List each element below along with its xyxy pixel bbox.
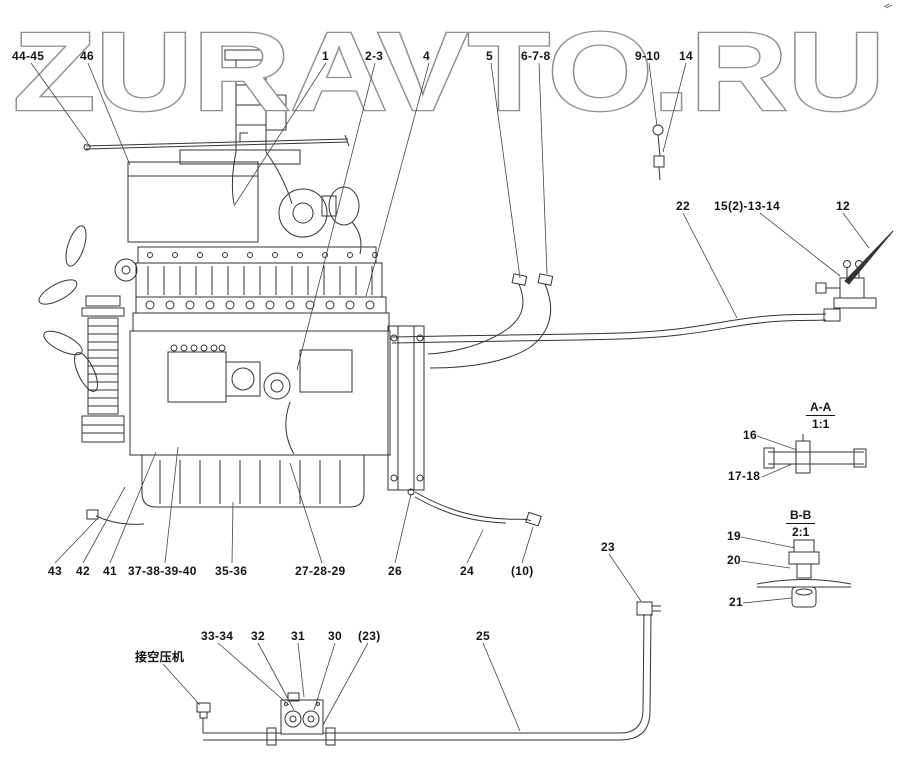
callout-4: 4 bbox=[423, 49, 430, 63]
callout-9-10: 9-10 bbox=[635, 49, 661, 63]
section-bb-view bbox=[756, 539, 852, 608]
section-bb-title: B-B bbox=[786, 508, 816, 524]
callout-32: 32 bbox=[251, 629, 265, 643]
callout-5: 5 bbox=[486, 49, 493, 63]
mounting-bracket bbox=[387, 325, 425, 496]
callout-1: 1 bbox=[322, 49, 329, 63]
alternator bbox=[114, 258, 138, 282]
callout-16: 16 bbox=[743, 428, 757, 442]
air-pipe-assembly bbox=[196, 601, 661, 746]
tie-rod bbox=[83, 132, 350, 151]
cooling-fan bbox=[38, 225, 98, 392]
air-intake-duct bbox=[224, 49, 293, 205]
callout-20: 20 bbox=[727, 553, 741, 567]
exhaust-heat-shield bbox=[127, 149, 301, 243]
section-bb-scale: 2:1 bbox=[791, 525, 810, 539]
engine-drawing bbox=[38, 49, 894, 746]
callout-41: 41 bbox=[103, 564, 117, 578]
callout-25: 25 bbox=[476, 629, 490, 643]
callout-26: 26 bbox=[388, 564, 402, 578]
callout-19: 19 bbox=[727, 529, 741, 543]
callout-35-36: 35-36 bbox=[215, 564, 248, 578]
callout-23-paren: (23) bbox=[358, 629, 381, 643]
callout-30: 30 bbox=[328, 629, 342, 643]
callout-2-3: 2-3 bbox=[365, 49, 384, 63]
callout-37-38-39-40: 37-38-39-40 bbox=[128, 564, 197, 578]
corner-mark bbox=[883, 3, 893, 9]
callout-27-28-29: 27-28-29 bbox=[295, 564, 346, 578]
callout-17-18: 17-18 bbox=[728, 469, 761, 483]
section-bb-label: B-B 2:1 bbox=[786, 508, 816, 539]
callout-14: 14 bbox=[679, 49, 693, 63]
callout-22: 22 bbox=[676, 199, 690, 213]
air-compressor-note: 接空压机 bbox=[135, 650, 185, 664]
section-aa-label: A-A 1:1 bbox=[806, 400, 836, 431]
crank-pulley bbox=[81, 295, 125, 443]
turbocharger bbox=[278, 186, 362, 255]
hoses bbox=[391, 273, 841, 527]
leader-lines bbox=[30, 62, 870, 732]
watermark: ZURAVTO.RU bbox=[13, 9, 885, 134]
callout-42: 42 bbox=[76, 564, 90, 578]
section-aa-scale: 1:1 bbox=[811, 417, 830, 431]
callout-33-34: 33-34 bbox=[201, 629, 234, 643]
callout-21: 21 bbox=[729, 595, 743, 609]
callout-23: 23 bbox=[601, 540, 615, 554]
section-aa-title: A-A bbox=[806, 400, 836, 416]
section-aa-view bbox=[763, 434, 867, 474]
callout-24: 24 bbox=[460, 564, 474, 578]
breather-plug bbox=[652, 124, 665, 181]
callout-12: 12 bbox=[836, 199, 850, 213]
engine-block bbox=[86, 246, 391, 525]
callout-15-2-13-14: 15(2)-13-14 bbox=[714, 199, 781, 213]
callout-10-paren: (10) bbox=[511, 564, 534, 578]
callout-44-45: 44-45 bbox=[12, 49, 45, 63]
shutoff-valve-assembly bbox=[815, 230, 894, 309]
callout-46: 46 bbox=[80, 49, 94, 63]
callout-43: 43 bbox=[48, 564, 62, 578]
callout-31: 31 bbox=[291, 629, 305, 643]
callout-6-7-8: 6-7-8 bbox=[521, 49, 551, 63]
